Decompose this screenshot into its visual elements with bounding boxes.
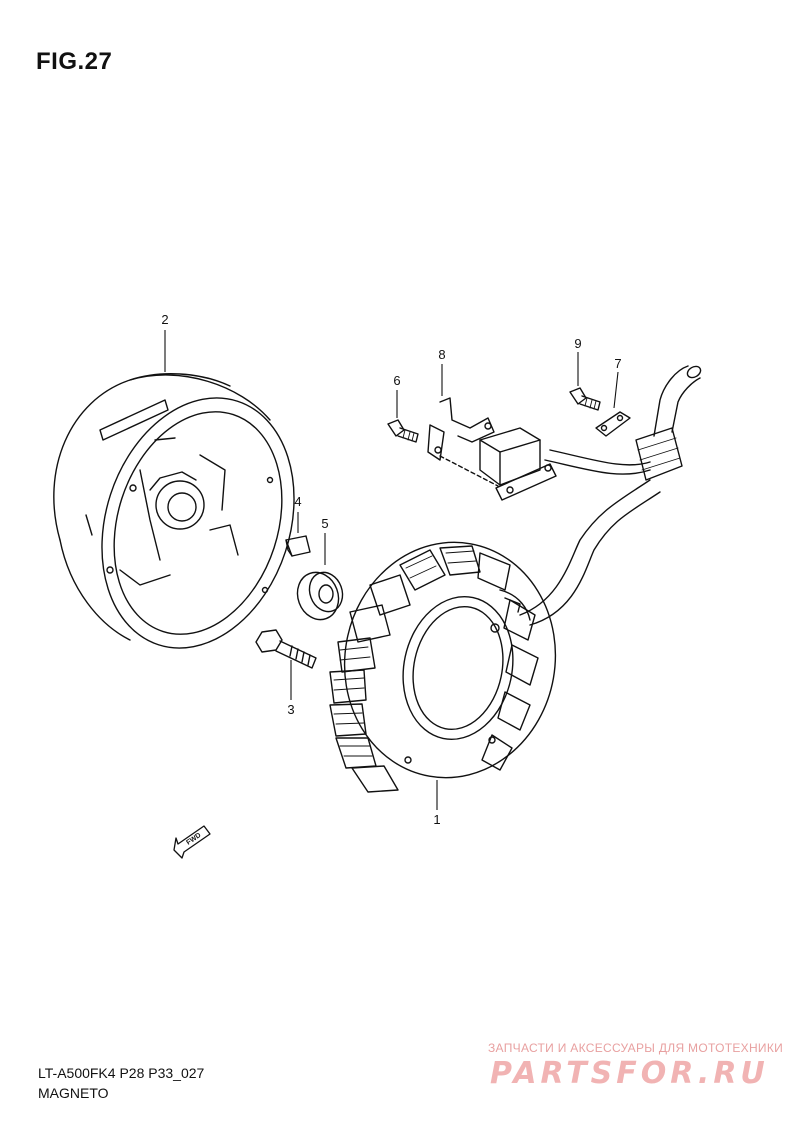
- spacer-washer[interactable]: [291, 567, 348, 626]
- callout-9: 9: [574, 336, 582, 351]
- wire-clamp-plate[interactable]: [595, 411, 631, 437]
- callout-8: 8: [438, 347, 446, 362]
- leader-lines: [164, 330, 619, 810]
- pickup-coil[interactable]: [427, 397, 557, 501]
- pickup-screw[interactable]: [387, 419, 419, 443]
- clamp-screw[interactable]: [569, 387, 601, 411]
- callout-5: 5: [321, 516, 329, 531]
- rotor-bolt[interactable]: [255, 629, 317, 669]
- callout-2: 2: [161, 312, 169, 327]
- section-name: MAGNETO: [38, 1085, 109, 1101]
- watermark-logo: PARTSFOR.RU: [490, 1056, 769, 1091]
- callout-6: 6: [393, 373, 401, 388]
- wire-harness: [519, 365, 702, 626]
- watermark-tagline: ЗАПЧАСТИ И АКСЕССУАРЫ ДЛЯ МОТОТЕХНИКИ: [488, 1041, 784, 1055]
- model-code: LT-A500FK4 P28 P33_027: [38, 1065, 205, 1081]
- stator-coil[interactable]: [326, 526, 574, 795]
- figure-title: FIG.27: [36, 48, 113, 75]
- fwd-arrow-icon: FWD: [173, 825, 211, 859]
- rotor-flywheel[interactable]: [53, 373, 325, 673]
- woodruff-key[interactable]: [285, 535, 311, 557]
- callout-3: 3: [287, 702, 295, 717]
- callout-4: 4: [294, 494, 302, 509]
- callout-7: 7: [614, 356, 622, 371]
- callout-1: 1: [433, 812, 441, 827]
